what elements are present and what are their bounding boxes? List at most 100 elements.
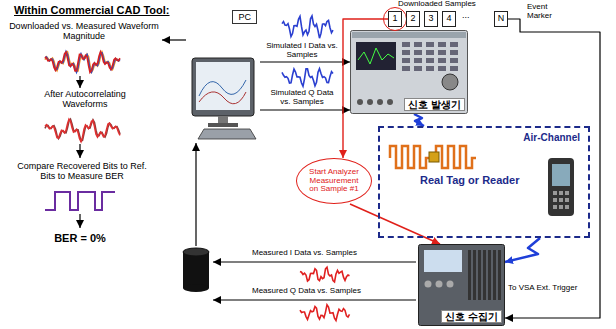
instrument-button xyxy=(438,42,446,47)
instrument-button xyxy=(438,66,446,71)
instrument-button xyxy=(450,42,458,47)
air-channel-region: Air-ChannelReal Tag or Reader xyxy=(378,126,590,238)
phone-key xyxy=(553,198,557,202)
connector xyxy=(350,204,440,244)
instrument-knob xyxy=(447,281,454,288)
text-label: Event Marker xyxy=(527,3,567,21)
sample-box: 1 xyxy=(388,11,402,27)
instrument-button xyxy=(426,42,434,47)
instrument-knob xyxy=(442,74,458,90)
tag-antenna xyxy=(390,146,476,168)
instrument-button xyxy=(402,66,410,71)
instrument-button xyxy=(426,50,434,55)
sample-number: 4 xyxy=(446,14,451,24)
callout-text: Start Analyzer Measurement on Sample #1 xyxy=(304,168,364,194)
waveform xyxy=(300,305,350,321)
instrument-connector xyxy=(367,99,373,105)
module-slot xyxy=(493,250,496,300)
edge-label: Simulated I Data vs. Samples xyxy=(266,42,338,60)
phone-key xyxy=(559,205,563,209)
diagram-title: Within Commercial CAD Tool: xyxy=(14,4,170,16)
instrument-button xyxy=(450,66,458,71)
instrument-body xyxy=(419,245,505,326)
instrument-knob xyxy=(436,281,443,288)
waveform xyxy=(45,119,120,141)
connector xyxy=(414,114,424,126)
instrument-connector xyxy=(387,99,393,105)
instrument-body xyxy=(351,31,468,114)
instrument-button xyxy=(414,50,422,55)
instrument-button xyxy=(402,58,410,63)
flow-arrow xyxy=(79,144,80,158)
signal-analyzer: 신호 수집기 xyxy=(418,244,505,326)
sample-box: N xyxy=(494,11,508,27)
waveform xyxy=(45,52,120,73)
pc-monitor xyxy=(192,58,256,139)
module-slot xyxy=(498,250,501,300)
waveform xyxy=(45,52,120,73)
instrument-button xyxy=(426,58,434,63)
device-label: Real Tag or Reader xyxy=(420,174,519,187)
instrument-button xyxy=(450,58,458,63)
waveform xyxy=(300,267,350,282)
sample-number: N xyxy=(498,14,505,24)
connector xyxy=(505,19,600,318)
waveform xyxy=(282,69,333,87)
instrument-screen xyxy=(356,42,396,70)
region-title: Air-Channel xyxy=(523,132,580,144)
instrument-button xyxy=(438,58,446,63)
module-slot xyxy=(468,250,471,300)
instrument-knob xyxy=(425,281,432,288)
sample-number: 2 xyxy=(410,14,415,24)
instrument-connector xyxy=(377,99,383,105)
computer: PC xyxy=(178,8,260,142)
waveform xyxy=(45,119,120,142)
flow-arrow xyxy=(195,143,196,246)
signal-generator: 신호 발생기 xyxy=(350,30,468,114)
phone-key xyxy=(565,198,569,202)
module-slot xyxy=(473,250,476,300)
connector xyxy=(260,109,350,110)
bit-square-wave xyxy=(45,192,115,210)
instrument-connector xyxy=(357,99,363,105)
measured-q-arrow xyxy=(213,299,416,300)
tag-chip xyxy=(429,152,439,162)
screen-trace xyxy=(358,48,394,64)
sample-box: 3 xyxy=(424,11,438,27)
text-label: After Autocorrelating Waveforms xyxy=(25,90,145,110)
flow-arrow xyxy=(79,76,80,88)
module-slot xyxy=(488,250,491,300)
phone-key xyxy=(553,191,557,195)
phone-key xyxy=(565,205,569,209)
pc-label: PC xyxy=(232,10,257,24)
text-label: Measured Q Data vs. Samples xyxy=(252,287,402,296)
instrument-button xyxy=(438,50,446,55)
reader-phone xyxy=(548,158,574,216)
waveform xyxy=(45,52,120,72)
instrument-button xyxy=(402,50,410,55)
sample-number: 1 xyxy=(392,14,397,24)
instrument-button xyxy=(414,58,422,63)
text-label: Compare Recovered Bits to Ref. Bits to M… xyxy=(12,162,152,182)
text-label: Downloaded Samples xyxy=(398,0,488,9)
instrument-button xyxy=(414,42,422,47)
phone-key xyxy=(553,205,557,209)
waveform xyxy=(282,16,333,38)
instrument-button xyxy=(426,66,434,71)
flow-arrow xyxy=(79,214,80,228)
edge-label: Simulated Q Data vs. Samples xyxy=(266,89,338,107)
text-label: ... xyxy=(462,11,490,21)
module-slot xyxy=(483,250,486,300)
connector xyxy=(505,238,540,262)
measured-i-arrow xyxy=(213,261,416,262)
callout-oval: Start Analyzer Measurement on Sample #1 xyxy=(296,158,372,204)
instrument-button xyxy=(402,42,410,47)
text-label: Downloaded vs. Measured Waveform Magnitu… xyxy=(8,22,160,42)
phone-key xyxy=(559,191,563,195)
instrument-button xyxy=(450,50,458,55)
phone-screen xyxy=(552,164,570,186)
sample-box: 4 xyxy=(442,11,456,27)
instrument-trim xyxy=(352,32,466,38)
instrument-button xyxy=(414,66,422,71)
